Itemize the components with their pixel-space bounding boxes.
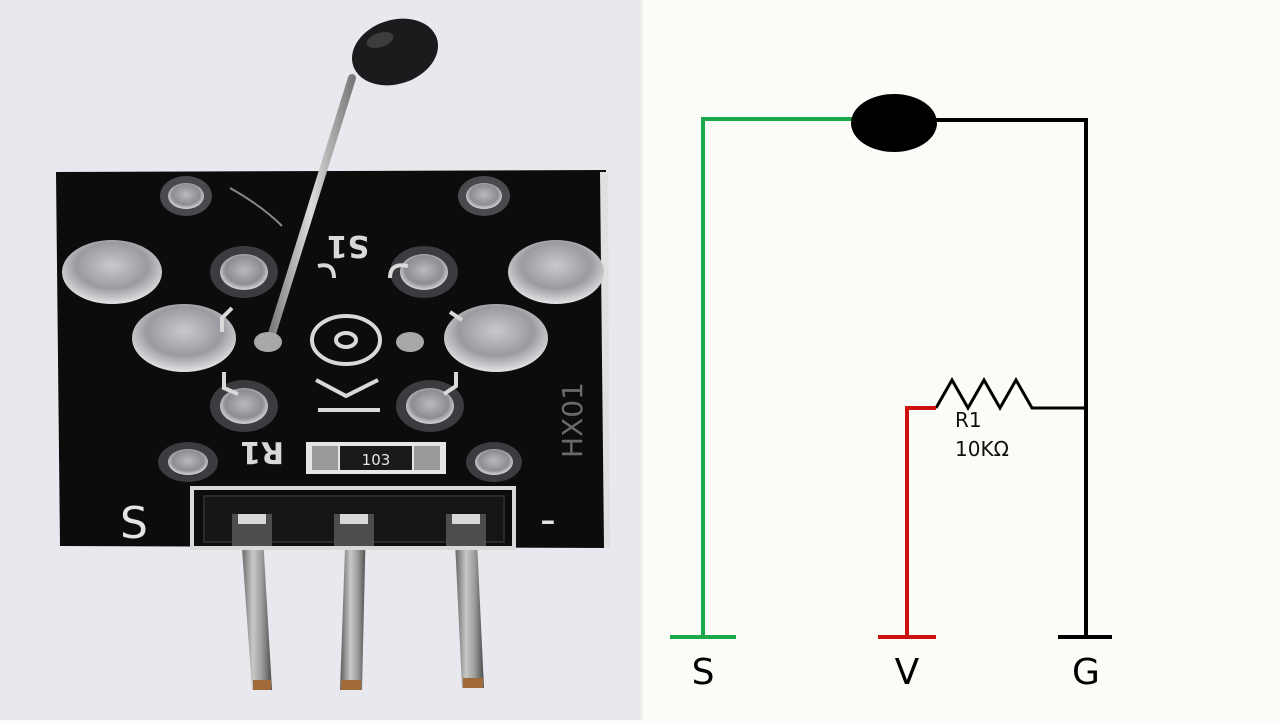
module-photo: S1 R1 S - HX01 103 [0, 0, 642, 720]
silkscreen-s1-label: S1 [327, 228, 369, 263]
pin-s [240, 520, 272, 690]
terminal-s-label: S [692, 652, 715, 693]
smd-resistor: 103 [306, 442, 446, 474]
thermistor-symbol [851, 94, 937, 152]
ground-wire [934, 118, 1088, 637]
signal-wire [701, 117, 856, 637]
silkscreen-s-label: S [120, 498, 148, 549]
silkscreen-r1-label: R1 [240, 434, 284, 469]
vcc-wire [905, 406, 936, 637]
pin-v [340, 520, 366, 690]
resistor-symbol [934, 376, 1086, 412]
header-pins [240, 520, 484, 690]
smd-code: 103 [362, 451, 391, 469]
thermistor-legs [229, 74, 424, 352]
pcb-pads [62, 176, 604, 482]
terminal-g-label: G [1072, 652, 1100, 693]
mount-hole-right [508, 240, 604, 304]
schematic-diagram: R1 10KΩ S V G [670, 94, 1112, 693]
silkscreen-outline [190, 263, 516, 550]
pin-g [454, 520, 484, 688]
pin-header [203, 495, 505, 546]
pcb-marking: HX01 [556, 382, 589, 458]
terminal-v-label: V [895, 652, 920, 693]
mount-hole-left [62, 240, 162, 304]
resistor-ref-label: R1 [955, 408, 982, 432]
silkscreen-minus-label: - [540, 494, 556, 545]
resistor-value-label: 10KΩ [955, 437, 1009, 461]
